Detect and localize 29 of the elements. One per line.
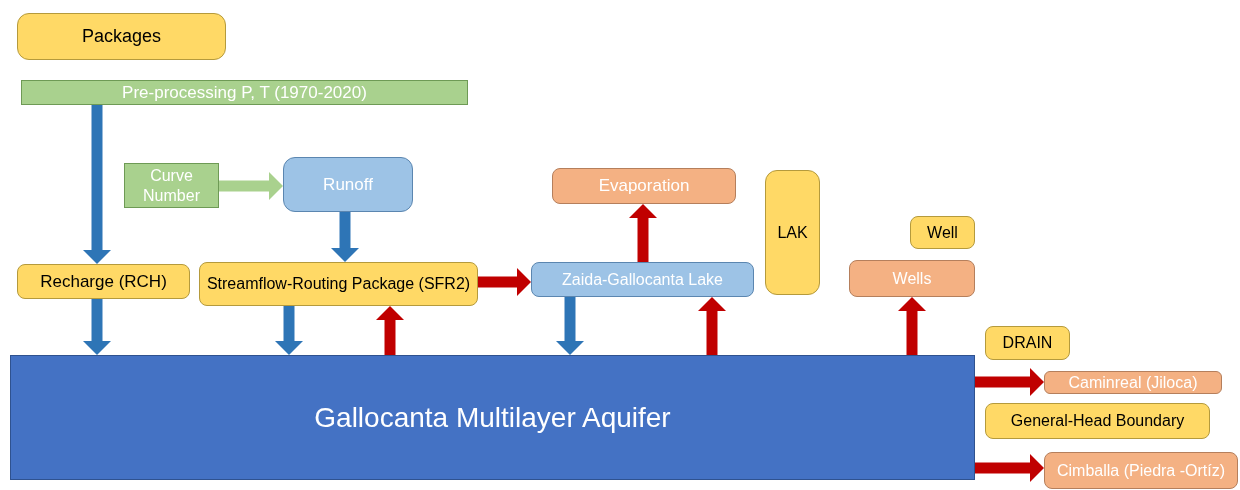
process-box: Runoff [283,157,413,212]
block-arrow [698,297,726,355]
package-box: DRAIN [985,326,1070,360]
block-arrow [975,454,1044,482]
block-arrow [219,172,283,200]
block-arrow [83,299,111,355]
block-arrow [478,268,531,296]
package-box: Well [910,216,975,249]
package-box: Recharge (RCH) [17,264,190,299]
block-arrow [975,368,1044,396]
package-box: Streamflow-Routing Package (SFR2) [199,262,478,306]
block-arrow [275,306,303,355]
process-box: Curve Number [124,163,219,208]
block-arrow [331,212,359,262]
aquifer-block: Gallocanta Multilayer Aquifer [10,355,975,480]
block-arrow [556,297,584,355]
process-box: Caminreal (Jiloca) [1044,371,1222,394]
package-box: LAK [765,170,820,295]
process-box: Cimballa (Piedra -Ortíz) [1044,452,1238,489]
legend-box: Packages [17,13,226,60]
process-bar: Pre-processing P, T (1970-2020) [21,80,468,105]
block-arrow [376,306,404,355]
block-arrow [83,105,111,264]
process-box: Wells [849,260,975,297]
process-box: Zaida-Gallocanta Lake [531,262,754,297]
process-box: Evaporation [552,168,736,204]
package-box: General-Head Boundary [985,403,1210,439]
block-arrow [629,204,657,262]
block-arrow [898,297,926,355]
